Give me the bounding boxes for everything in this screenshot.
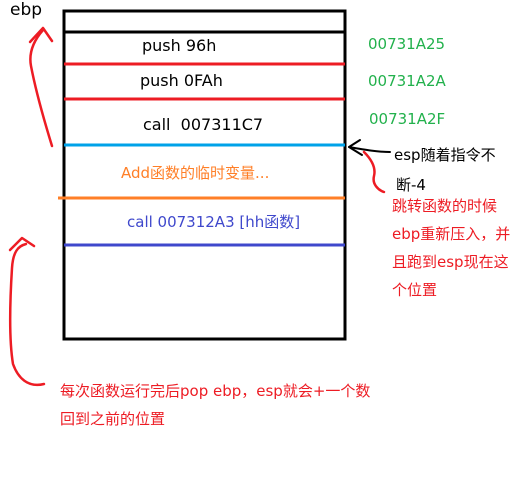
stack-row-add-locals: Add函数的临时变量... — [121, 164, 270, 182]
address-3: 00731A2F — [369, 110, 446, 128]
jump-note-line-1: 跳转函数的时候 — [392, 197, 498, 215]
bottom-note: 每次函数运行完后pop ebp，esp就会+一个数 回到之前的位置 — [60, 377, 500, 433]
ebp-arrowhead — [28, 26, 54, 44]
return-arrow — [9, 242, 46, 387]
address-1: 00731A25 — [368, 35, 446, 53]
jump-note: 跳转函数的时候 ebp重新压入，并 且跑到esp现在这 个位置 — [392, 192, 526, 304]
esp-arrow — [348, 146, 391, 153]
jump-note-line-3: 且跑到esp现在这 — [392, 253, 509, 271]
stack-row-push-0fah: push 0FAh — [140, 71, 223, 90]
return-arrowhead — [8, 236, 36, 252]
esp-arrowhead — [348, 139, 363, 156]
stack-row-call-007311c7: call 007311C7 — [143, 115, 264, 134]
ebp-label: ebp — [10, 0, 43, 20]
bottom-note-line-1: 每次函数运行完后pop ebp，esp就会+一个数 — [60, 382, 371, 400]
stack-frame — [62, 9, 347, 341]
esp-note-line2: 断-4 — [396, 176, 426, 194]
esp-red-squiggle — [362, 150, 386, 194]
ebp-upward-arrow — [29, 28, 54, 148]
jump-note-line-4: 个位置 — [392, 281, 438, 299]
esp-note-line1: esp随着指令不 — [394, 146, 496, 164]
stack-row-push-96h: push 96h — [142, 36, 217, 55]
stack-row-call-hh: call 007312A3 [hh函数] — [127, 213, 301, 231]
bottom-note-line-2: 回到之前的位置 — [60, 410, 166, 428]
address-2: 00731A2A — [368, 72, 446, 90]
jump-note-line-2: ebp重新压入，并 — [392, 225, 511, 243]
